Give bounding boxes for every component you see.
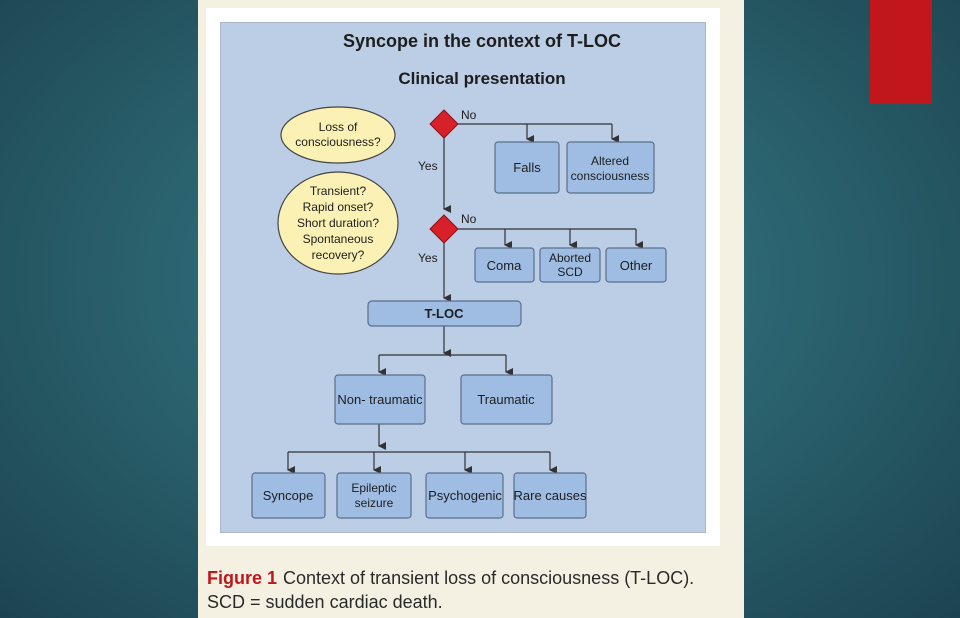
question2-ellipse [277,171,399,275]
yes-label-2: Yes [418,251,438,265]
psychogenic-box [425,472,504,519]
question1-ellipse [280,106,396,164]
traumatic-label: Traumatic [477,392,535,407]
no-label-1: No [461,108,477,122]
falls-label: Falls [513,160,541,175]
syncope-box [251,472,326,519]
question1-line2: consciousness? [295,135,381,149]
yes-label-1: Yes [418,159,438,173]
psychogenic-label: Psychogenic [428,488,502,503]
caption-figure-label: Figure 1 [207,568,278,588]
syncope-label: Syncope [263,488,314,503]
traumatic-box [460,374,553,425]
other-label: Other [620,258,653,273]
box-shapes [251,141,667,519]
diagram-subtitle: Clinical presentation [398,69,565,88]
non-traumatic-label: Non- traumatic [337,392,423,407]
tloc-label: T-LOC [425,306,465,321]
question2-line1: Transient? [310,184,367,198]
accent-bar [870,0,932,104]
tloc-box [367,300,522,327]
falls-box [494,141,560,194]
rare-causes-label: Rare causes [514,488,587,503]
question2-line3: Short duration? [297,216,379,230]
question2-line5: recovery? [312,248,365,262]
no-label-2: No [461,212,477,226]
aborted-scd-label-2: SCD [557,265,583,279]
question2-line2: Rapid onset? [303,200,374,214]
coma-box [474,247,535,283]
altered-label-2: consciousness [571,169,650,183]
coma-label: Coma [487,258,522,273]
aborted-scd-label-1: Aborted [549,251,591,265]
other-box [605,247,667,283]
diagram-title: Syncope in the context of T-LOC [343,31,621,51]
altered-label-1: Altered [591,154,629,168]
decision-diamond-1 [429,109,459,139]
aborted-scd-box [539,247,601,283]
epileptic-label-1: Epileptic [351,481,396,495]
caption-line-2: SCD = sudden cardiac death. [207,592,443,612]
connector-lines [287,123,643,474]
caption-text-1: Context of transient loss of consciousne… [283,568,695,588]
rare-causes-box [513,472,587,519]
question2-line4: Spontaneous [303,232,374,246]
non-traumatic-box [334,374,426,425]
epileptic-label-2: seizure [355,496,394,510]
question1-line1: Loss of [319,120,358,134]
epileptic-box [336,472,412,519]
altered-box [566,141,655,194]
decision-diamond-2 [429,214,459,244]
